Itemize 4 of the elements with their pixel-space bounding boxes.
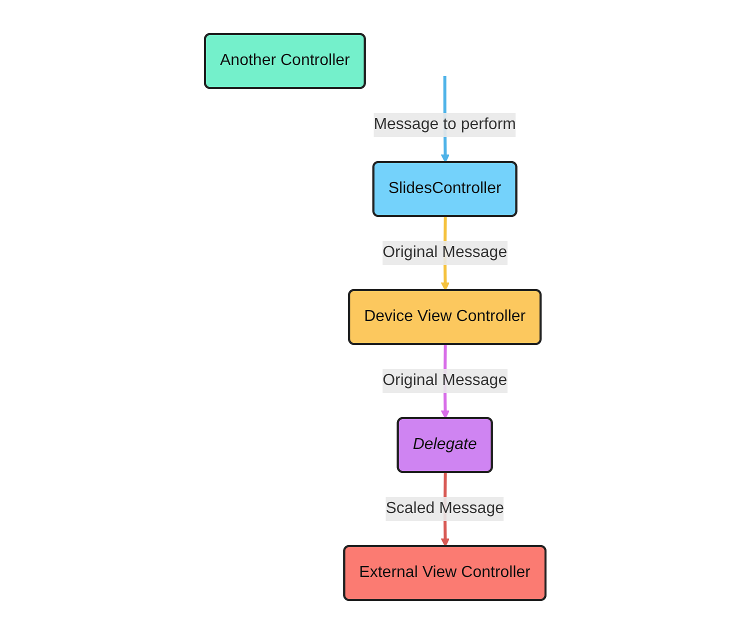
edge-label: Scaled Message	[385, 500, 504, 517]
edge-label: Original Message	[382, 372, 507, 389]
edge-label: Message to perform	[373, 116, 516, 133]
edge-label: Original Message	[382, 244, 507, 261]
